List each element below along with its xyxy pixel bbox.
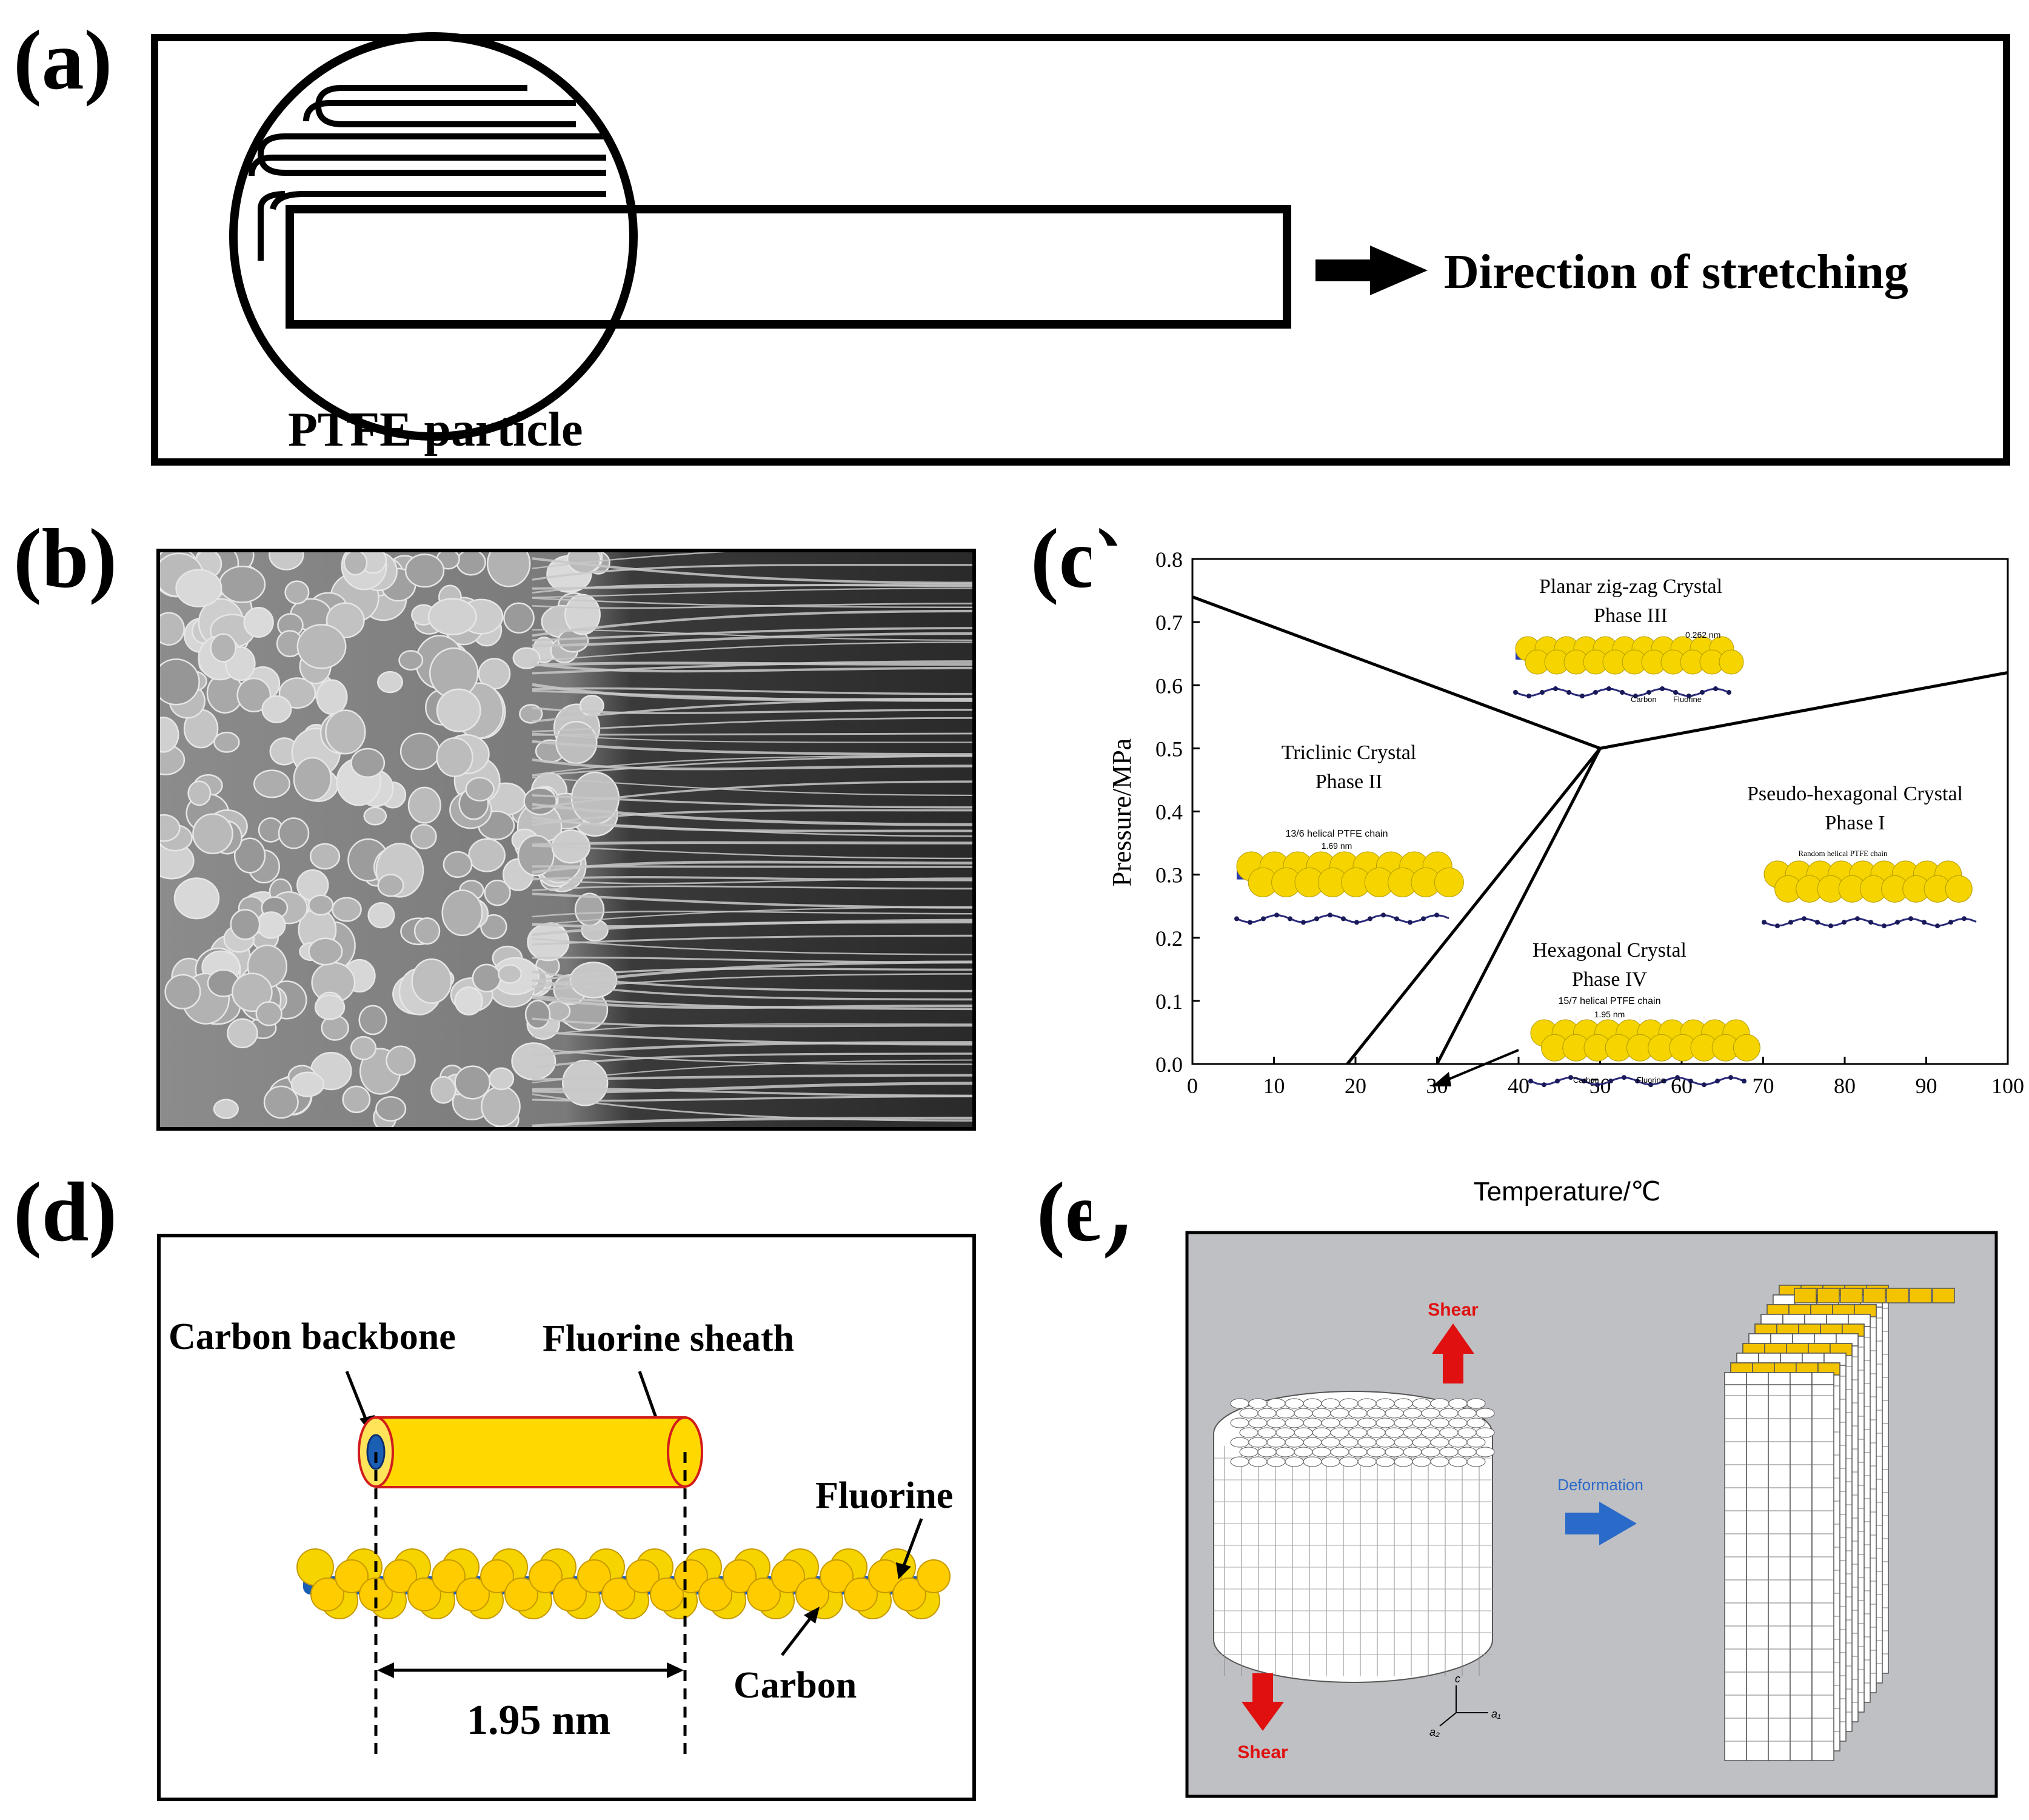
phase-iv-pointer-arrow — [1432, 1049, 1519, 1086]
fluorine-label: Fluorine — [815, 1475, 953, 1516]
y-tick-label: 0.2 — [1155, 926, 1183, 951]
x-tick-label: 90 — [1916, 1074, 1937, 1098]
y-axis-label: Pressure/MPa — [1107, 738, 1137, 886]
x-tick-label: 10 — [1263, 1074, 1285, 1098]
panel-label-d: (d) — [13, 1165, 118, 1259]
y-tick-label: 0.6 — [1155, 674, 1183, 698]
panel-label-b: (b) — [13, 512, 118, 606]
x-tick-label: 100 — [1991, 1074, 2024, 1098]
phase-ii-dim: 1.69 nm — [1322, 841, 1352, 851]
phase-iv-chain — [1528, 1019, 1760, 1088]
phase-iv-fluorine: Fluorine — [1637, 1076, 1665, 1085]
phase-boundary-3 — [1436, 748, 1602, 1065]
panel-a: PTFE particle Direction of stretching — [151, 32, 2010, 466]
y-tick-label: 0.4 — [1155, 800, 1183, 825]
phase-iv-name: Hexagonal Crystal — [1533, 939, 1686, 962]
length-label: 1.95 nm — [467, 1697, 610, 1744]
deformation-label: Deformation — [1557, 1476, 1643, 1494]
x-axis-label: Temperature/℃ — [1474, 1177, 1661, 1206]
phase-iii-label: Phase III — [1594, 604, 1668, 627]
phase-iv-chain-label: 15/7 helical PTFE chain — [1559, 996, 1661, 1006]
axis-a1-label: a₁ — [1491, 1708, 1501, 1720]
ptfe-particle-circle — [229, 32, 638, 441]
hexagonal-crystal-before — [1213, 1391, 1495, 1683]
phase-i-chain — [1762, 860, 1977, 929]
x-tick-label: 70 — [1753, 1074, 1774, 1098]
phase-iii-name: Planar zig-zag Crystal — [1539, 575, 1722, 598]
panel-label-a: (a) — [13, 13, 113, 107]
carbon-backbone-label: Carbon backbone — [169, 1316, 456, 1357]
panel-d: Carbon backbone Fluorine sheath Fluorine… — [157, 1234, 976, 1801]
phase-iii-fluorine: Fluorine — [1673, 695, 1702, 704]
ptfe-particle-label: PTFE particle — [288, 403, 583, 457]
panel-d-frame — [157, 1234, 976, 1801]
phase-iv-label: Phase IV — [1572, 968, 1647, 991]
carbon-arrow — [781, 1607, 820, 1656]
phase-ii-label: Phase II — [1315, 771, 1382, 793]
phase-i-name: Pseudo-hexagonal Crystal — [1747, 783, 1963, 805]
phase-iii-chain — [1513, 636, 1744, 698]
x-tick-label: 0 — [1187, 1074, 1198, 1098]
axis-c-label: c — [1455, 1673, 1460, 1685]
folded-chains — [249, 85, 606, 261]
x-tick-label: 20 — [1345, 1074, 1366, 1098]
y-tick-label: 0.3 — [1155, 863, 1183, 888]
crystal-axes — [1439, 1685, 1488, 1727]
dimension-arrow — [377, 1662, 684, 1678]
deformation-arrow — [1565, 1502, 1637, 1545]
phase-i-chain-label: Random helical PTFE chain — [1799, 849, 1888, 858]
y-tick-label: 0.7 — [1155, 611, 1183, 635]
fluorine-arrow — [896, 1518, 923, 1579]
phase-iii-carbon: Carbon — [1631, 695, 1657, 704]
shear-bottom-label: Shear — [1237, 1742, 1288, 1762]
sphere-chain — [296, 1548, 951, 1619]
fluorine-sheath-cylinder — [358, 1416, 703, 1488]
stretched-fibril — [286, 205, 1291, 329]
shear-top-label: Shear — [1428, 1300, 1479, 1320]
panel-a-frame — [151, 34, 2010, 466]
phase-boundary-0 — [1192, 595, 1601, 750]
phase-boundary-1 — [1600, 671, 2008, 750]
fluorine-sheath-label: Fluorine sheath — [543, 1318, 794, 1359]
axis-a2-label: a₂ — [1429, 1726, 1440, 1738]
x-tick-label: 80 — [1834, 1074, 1856, 1098]
x-tick-label: 40 — [1508, 1074, 1529, 1098]
direction-label: Direction of stretching — [1444, 246, 1908, 299]
sem-frame — [156, 549, 976, 1131]
shear-up-arrow — [1432, 1323, 1474, 1383]
phase-ii-chain-label: 13/6 helical PTFE chain — [1286, 829, 1388, 839]
stretch-arrow — [1315, 246, 1428, 295]
shear-down-arrow — [1242, 1673, 1284, 1731]
y-tick-label: 0.0 — [1155, 1052, 1183, 1077]
phase-diagram: 0102030405060708090100 0.00.10.20.30.40.… — [1091, 546, 2029, 1225]
phase-iv-carbon: Carbon — [1573, 1076, 1599, 1085]
sem-image — [156, 549, 976, 1131]
phase-iv-dim: 1.95 nm — [1594, 1009, 1625, 1019]
phase-boundary-2 — [1346, 747, 1602, 1065]
y-tick-label: 0.1 — [1155, 989, 1183, 1014]
phase-iii-dim: 0.262 nm — [1685, 630, 1720, 640]
panel-e: Shear Shear Deformation c a₁ a₂ — [1185, 1231, 1998, 1798]
phase-ii-chain — [1234, 851, 1464, 925]
phase-ii-name: Triclinic Crystal — [1282, 741, 1417, 764]
hexagonal-crystal-after — [1724, 1285, 1955, 1761]
carbon-label: Carbon — [734, 1665, 857, 1706]
y-tick-label: 0.5 — [1155, 737, 1183, 761]
y-tick-label: 0.8 — [1155, 547, 1183, 572]
phase-i-label: Phase I — [1825, 812, 1885, 834]
x-tick-label: 50 — [1589, 1074, 1611, 1098]
